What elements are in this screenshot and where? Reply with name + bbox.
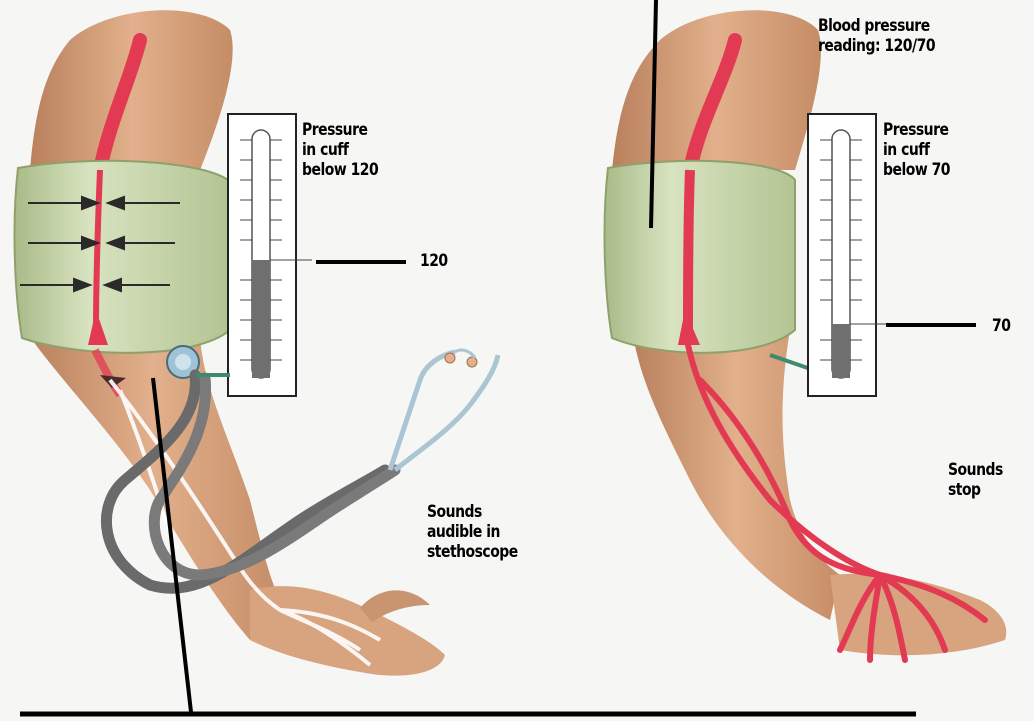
right-cuff — [605, 161, 795, 353]
left-pressure-gauge — [228, 114, 296, 396]
left-cuff-pressure-label: Pressure in cuff below 120 — [302, 120, 378, 180]
right-cuff-label-line-2: in cuff — [883, 140, 950, 160]
left-sounds-label-line-1: Sounds — [427, 502, 518, 522]
left-cuff-label-line-3: below 120 — [302, 160, 378, 180]
reading-label-line-1: Blood pressure — [818, 16, 935, 36]
left-cuff-label-line-2: in cuff — [302, 140, 378, 160]
right-gauge-value: 70 — [992, 316, 1010, 336]
left-sounds-label: Sounds audible in stethoscope — [427, 502, 518, 562]
right-sounds-label-line-2: stop — [948, 480, 1003, 500]
left-cuff-label-line-1: Pressure — [302, 120, 378, 140]
right-cuff-pressure-label: Pressure in cuff below 70 — [883, 120, 950, 180]
right-pressure-gauge — [808, 114, 876, 396]
left-sounds-label-line-2: audible in — [427, 522, 518, 542]
blood-pressure-reading-label: Blood pressure reading: 120/70 — [818, 16, 935, 56]
left-sounds-label-line-3: stethoscope — [427, 542, 518, 562]
right-cuff-label-line-1: Pressure — [883, 120, 950, 140]
right-sounds-label: Sounds stop — [948, 460, 1003, 500]
right-cuff-label-line-3: below 70 — [883, 160, 950, 180]
left-cuff — [15, 161, 230, 353]
right-sounds-label-line-1: Sounds — [948, 460, 1003, 480]
left-gauge-value: 120 — [420, 251, 448, 271]
reading-label-line-2: reading: 120/70 — [818, 36, 935, 56]
